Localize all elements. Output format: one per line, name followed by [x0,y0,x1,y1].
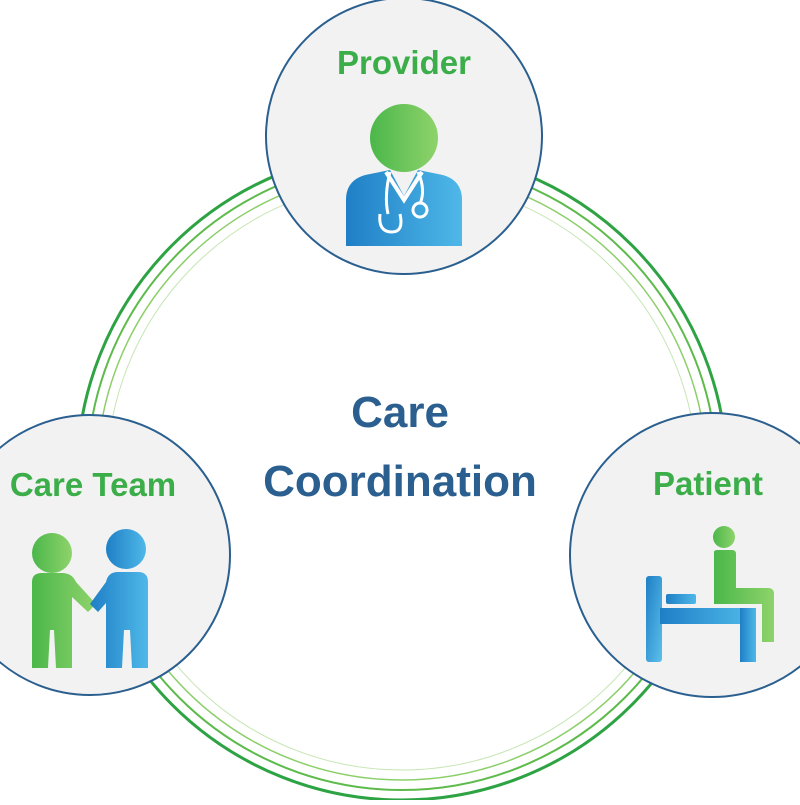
patient-label: Patient [652,465,764,502]
patient-node[interactable] [569,412,800,698]
doctor-icon [346,104,462,246]
care-team-label: Care Team [9,466,177,503]
center-title-line2: Coordination [263,457,537,506]
center-title-line1: Care [351,388,449,437]
care-team-node[interactable] [0,414,231,696]
provider-label: Provider [337,44,471,81]
patient-bed-icon [646,526,774,662]
patient-circle [569,412,800,698]
provider-node[interactable] [265,0,543,275]
care-team-icon [32,529,148,668]
